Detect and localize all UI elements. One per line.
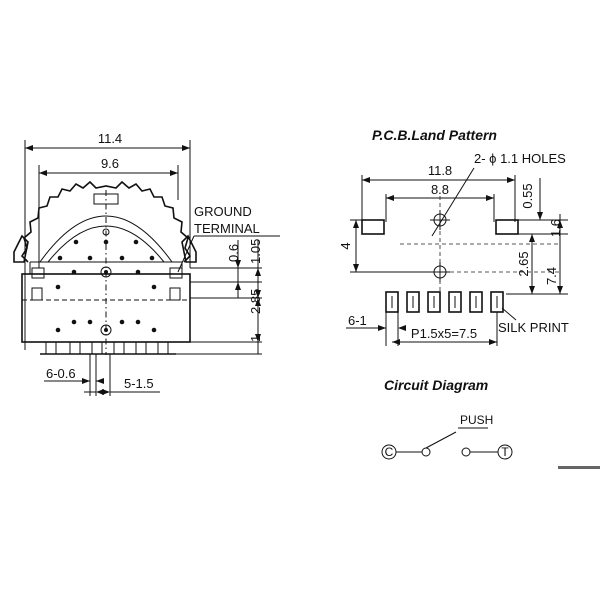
pcb-silk-label: SILK PRINT (498, 320, 569, 335)
ground-terminal-label-2: TERMINAL (194, 221, 260, 236)
dim-5-1-5: 5-1.5 (124, 376, 154, 391)
pcb-dim-0-55: 0.55 (520, 183, 535, 208)
pcb-land-pattern: P.C.B.Land Pattern 11.8 8.8 2- ϕ 1.1 HOL… (338, 127, 569, 346)
circuit-title: Circuit Diagram (384, 377, 488, 393)
pcb-dim-8-8: 8.8 (431, 182, 449, 197)
dim-1-05: 1.05 (248, 239, 263, 264)
push-label: PUSH (460, 413, 493, 427)
knurled-wheel (20, 180, 192, 263)
pcb-pitch: P1.5x5=7.5 (411, 326, 477, 341)
pcb-dim-7-4: 7.4 (544, 267, 559, 285)
pcb-dim-11-8: 11.8 (428, 163, 452, 178)
dim-overall-width: 11.4 (98, 131, 122, 146)
pcb-dim-2-65: 2.65 (516, 251, 531, 276)
pcb-dim-4: 4 (338, 242, 353, 249)
divider-rule (558, 466, 600, 469)
pcb-dim-6-1: 6-1 (348, 313, 367, 328)
terminal-c: C (385, 445, 394, 459)
pcb-terminal-pads (385, 291, 504, 313)
dim-2-85: 2.85 (248, 289, 263, 314)
pcb-dim-1-6: 1.6 (548, 219, 563, 237)
pcb-title: P.C.B.Land Pattern (372, 127, 497, 143)
dim-0-6: 0.6 (226, 244, 241, 262)
ground-terminal-label-1: GROUND (194, 204, 252, 219)
dim-1: 1 (248, 335, 263, 342)
pcb-holes-label: 2- ϕ 1.1 HOLES (474, 151, 566, 166)
terminal-t: T (501, 445, 509, 459)
dim-inner-width: 9.6 (101, 156, 119, 171)
body-dots (55, 239, 157, 333)
terminal-pins (40, 341, 176, 355)
dim-6-0-6: 6-0.6 (46, 366, 76, 381)
encoder-side-view: 11.4 9.6 (13, 131, 280, 396)
circuit-diagram: Circuit Diagram C PUSH T (381, 377, 513, 460)
